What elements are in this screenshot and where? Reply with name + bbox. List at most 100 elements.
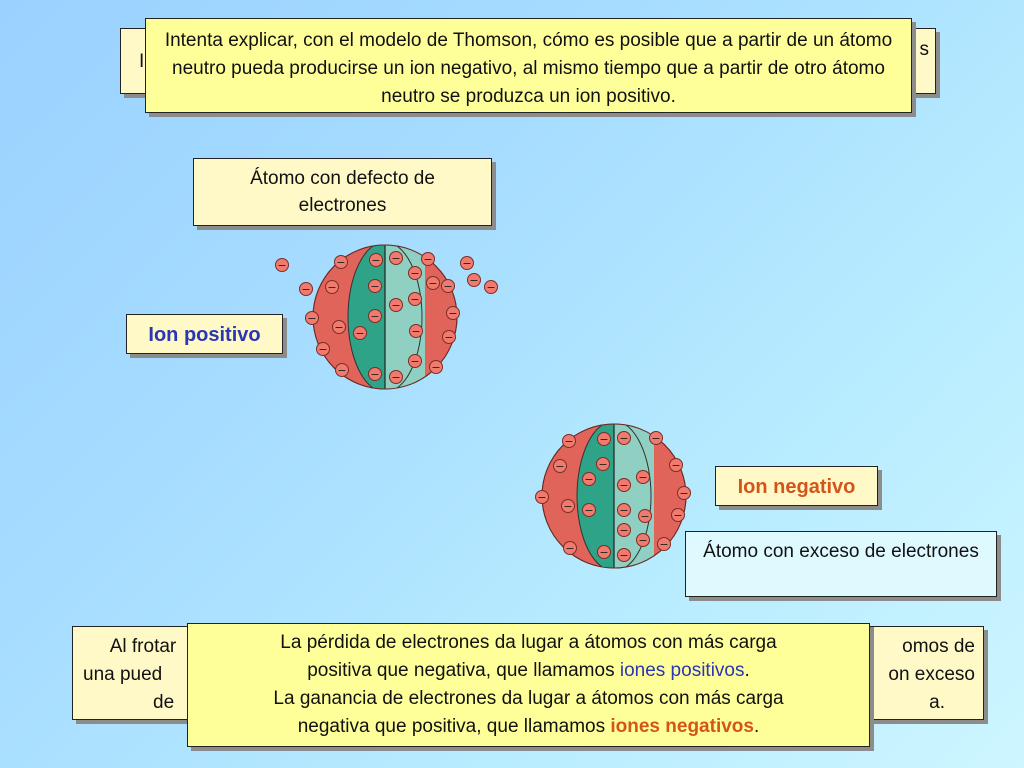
electron-icon: − [332,320,346,334]
electron-icon: − [484,280,498,294]
svg-text:−: − [327,281,336,294]
svg-text:−: − [619,432,628,445]
electron-icon: − [617,548,631,562]
electron-icon: − [299,282,313,296]
svg-text:−: − [598,458,607,471]
svg-text:−: − [619,549,628,562]
electron-icon: − [562,434,576,448]
electron-icon: − [553,459,567,473]
svg-text:−: − [411,325,420,338]
svg-text:−: − [336,256,345,269]
svg-text:−: − [486,281,495,294]
electron-icon: − [353,326,367,340]
background-text-left: I [139,51,145,72]
electron-icon: − [657,537,671,551]
electron-icon: − [389,251,403,265]
electron-icon: − [368,279,382,293]
svg-text:−: − [410,293,419,306]
svg-text:−: − [423,253,432,266]
electron-icon: − [334,255,348,269]
svg-text:−: − [301,283,310,296]
svg-text:−: − [334,321,343,334]
electron-icon: − [408,266,422,280]
background-bottom-right-2: on exceso [888,664,975,685]
svg-text:−: − [307,312,316,325]
label-ion-positivo-text: Ion positivo [148,324,261,346]
label-ion-negativo-text: Ion negativo [737,476,856,498]
svg-text:−: − [638,471,647,484]
electron-icon: − [426,276,440,290]
svg-text:−: − [318,343,327,356]
electron-icon: − [671,508,685,522]
svg-text:−: − [443,280,452,293]
caption-excess-electrons: Átomo con exceso de electrones [685,531,997,597]
electron-icon: − [408,354,422,368]
background-bottom-left-2: una pued [83,664,163,685]
svg-text:−: − [355,327,364,340]
explanation-line-4: negativa que positiva, que llamamos ione… [297,716,760,737]
electron-icon: − [677,486,691,500]
electron-icon: − [582,503,596,517]
svg-text:−: − [619,504,628,517]
svg-text:−: − [391,299,400,312]
electron-icon: − [421,252,435,266]
electron-icon: − [441,279,455,293]
electron-icon: − [597,545,611,559]
svg-text:−: − [370,368,379,381]
svg-text:−: − [410,267,419,280]
svg-text:−: − [371,254,380,267]
svg-text:−: − [599,433,608,446]
electron-icon: − [460,256,474,270]
label-ion-positivo: Ion positivo [126,314,283,354]
svg-text:−: − [391,252,400,265]
electron-icon: − [368,367,382,381]
explanation-box: La pérdida de electrones da lugar a átom… [187,623,870,747]
electron-icon: − [467,273,481,287]
svg-text:−: − [640,510,649,523]
electron-icon: − [535,490,549,504]
background-text-right: s [919,39,930,60]
svg-text:−: − [410,355,419,368]
svg-text:−: − [428,277,437,290]
svg-text:−: − [431,361,440,374]
background-bottom-right-1: omos de [902,636,975,657]
svg-text:−: − [619,479,628,492]
highlight-iones-negativos: iones negativos [610,716,754,737]
electron-icon: − [442,330,456,344]
svg-text:−: − [537,491,546,504]
electron-icon: − [389,370,403,384]
svg-text:−: − [599,546,608,559]
svg-text:−: − [391,371,400,384]
electron-icon: − [429,360,443,374]
caption-defect-electrons: Átomo con defecto de electrones [193,158,492,226]
electron-icon: − [636,470,650,484]
background-bottom-right-3: a. [929,692,945,713]
electron-icon: − [335,363,349,377]
electrons-group: −−−−−−−−−−−−−−−−−−−−−−−−−−−−−−−−−−−−−−−−… [275,251,691,562]
svg-text:−: − [651,432,660,445]
caption-defect-text: Átomo con defecto de electrones [250,168,435,216]
svg-text:−: − [565,542,574,555]
label-ion-negativo: Ion negativo [715,466,878,506]
svg-text:−: − [448,307,457,320]
electron-icon: − [638,509,652,523]
electron-icon: − [582,472,596,486]
svg-text:−: − [462,257,471,270]
electron-icon: − [596,457,610,471]
electron-icon: − [316,342,330,356]
svg-text:−: − [584,504,593,517]
svg-text:−: − [277,259,286,272]
svg-text:−: − [469,274,478,287]
svg-text:−: − [659,538,668,551]
background-bottom-left-3: de [153,692,175,713]
svg-text:−: − [370,310,379,323]
electron-icon: − [617,478,631,492]
electron-icon: − [446,306,460,320]
electron-icon: − [408,292,422,306]
electron-icon: − [636,533,650,547]
svg-text:−: − [555,460,564,473]
svg-text:−: − [584,473,593,486]
svg-text:−: − [444,331,453,344]
highlight-iones-positivos: iones positivos [619,660,745,681]
